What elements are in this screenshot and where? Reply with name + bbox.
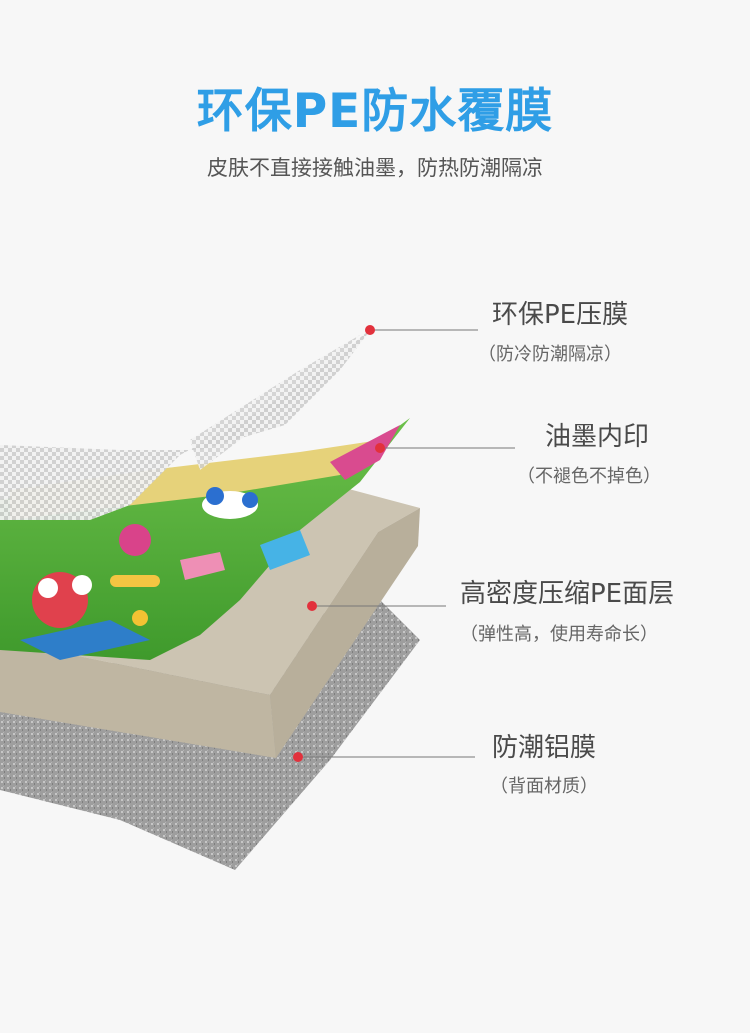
foam-layer-side bbox=[270, 508, 420, 758]
layer-note-pe-film: （防冷防潮隔凉） bbox=[478, 344, 622, 365]
page-subtitle: 皮肤不直接接触油墨，防热防潮隔凉 bbox=[207, 156, 543, 180]
layer-label-ink: 油墨内印 bbox=[545, 422, 650, 452]
layer-label-pe-film: 环保PE压膜 bbox=[492, 300, 629, 330]
layer-label-foam: 高密度压缩PE面层 bbox=[460, 579, 675, 609]
marker-dot-3 bbox=[307, 601, 317, 611]
layer-note-foam: （弹性高，使用寿命长） bbox=[460, 624, 658, 645]
layer-note-ink: （不褪色不掉色） bbox=[517, 466, 661, 487]
marker-dot-1 bbox=[365, 325, 375, 335]
pe-film-layer bbox=[0, 328, 372, 520]
layer-label-aluminum: 防潮铝膜 bbox=[492, 733, 597, 763]
foam-layer-front bbox=[0, 640, 276, 758]
marker-dot-4 bbox=[293, 752, 303, 762]
page-title: 环保PE防水覆膜 bbox=[196, 84, 554, 139]
marker-dot-2 bbox=[375, 443, 385, 453]
layer-note-aluminum: （背面材质） bbox=[490, 776, 598, 797]
